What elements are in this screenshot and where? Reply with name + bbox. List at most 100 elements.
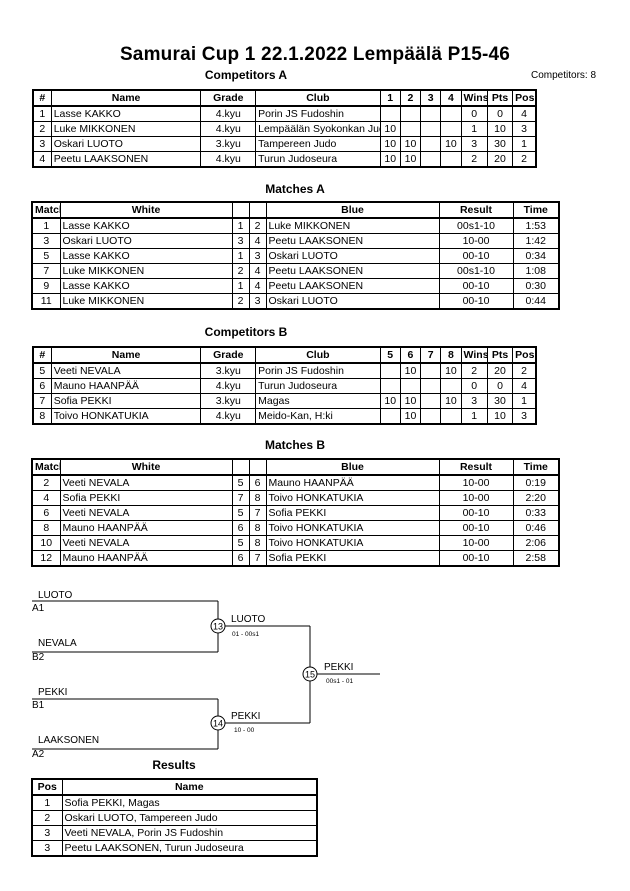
table-cell [420,151,442,168]
table-cell: Oskari LUOTO, Tampereen Judo [61,810,318,826]
col-header: 4 [440,89,462,107]
table-cell [399,105,422,122]
col-header: Grade [200,346,257,364]
table-cell: 00-10 [438,278,514,294]
table-cell: Sofia PEKKI [265,550,440,567]
table-cell: 3 [460,136,488,152]
match-number: 14 [213,719,223,729]
table-cell: 0 [486,105,514,122]
table-cell: 0 [486,378,514,394]
col-header: Blue [265,201,440,219]
table-cell: 8 [248,535,267,551]
table-cell: 2 [231,293,250,310]
col-header: Name [61,778,318,796]
table-cell [399,378,422,394]
table-cell: Lasse KAKKO [50,105,202,122]
table-cell: 10 [399,362,422,379]
bracket-competitor-name: PEKKI [38,687,67,698]
col-header: Wins [460,346,488,364]
col-header: Match [31,458,61,476]
table-cell: 2:20 [512,490,560,506]
table-cell: Peetu LAAKSONEN, Turun Judoseura [61,840,318,857]
table-cell [440,105,462,122]
table-cell: 6 [231,550,250,567]
table-cell: Turun Judoseura [255,151,381,168]
table-cell: 8 [31,520,61,536]
table-cell: 3 [31,840,63,857]
table-cell: Turun Judoseura [255,378,381,394]
table-cell [420,136,442,152]
table-cell: Peetu LAAKSONEN [265,263,440,279]
table-cell: 2:58 [512,550,560,567]
col-header: 1 [379,89,401,107]
col-header: White [59,458,233,476]
table-cell [379,378,401,394]
table-cell: 10-00 [438,474,514,491]
table-cell: 3 [248,293,267,310]
table-cell: 4 [248,278,267,294]
table-cell: 1 [31,217,61,234]
table-cell: Veeti NEVALA [59,474,233,491]
table-cell: 4 [248,263,267,279]
table-cell: 10-00 [438,490,514,506]
table-cell: 7 [31,263,61,279]
col-header: 8 [440,346,462,364]
match-15-marker: 15 [302,666,318,682]
col-header: 5 [379,346,401,364]
table-cell: Lempäälän Syokonkan Judo [255,121,381,137]
col-header [231,201,250,219]
col-header: 6 [399,346,422,364]
match-13-marker: 13 [210,618,226,634]
table-cell: Mauno HAANPÄÄ [59,520,233,536]
table-cell: 10 [31,535,61,551]
table-cell: 2 [460,151,488,168]
table-cell: 10 [399,136,422,152]
table-cell: 10 [399,151,422,168]
table-cell [420,105,442,122]
competitors-a-title: Competitors A [204,68,288,82]
table-cell: 10 [440,393,462,409]
table-cell: 1 [512,393,537,409]
table-cell: 8 [32,408,52,425]
table-cell: Tampereen Judo [255,136,381,152]
bracket-seed: A2 [32,749,45,760]
col-header [248,458,267,476]
col-header: 2 [399,89,422,107]
table-cell: 0:34 [512,248,560,264]
competitors-count: Competitors: 8 [531,70,597,81]
table-cell: 3 [248,248,267,264]
table-cell: 2 [231,263,250,279]
table-cell: 10 [486,121,514,137]
table-cell: 4.kyu [200,378,257,394]
table-cell: 2 [32,121,52,137]
table-cell: 0:46 [512,520,560,536]
table-cell: Toivo HONKATUKIA [265,535,440,551]
table-cell: Mauno HAANPÄÄ [59,550,233,567]
table-cell: 00-10 [438,293,514,310]
table-cell [420,362,442,379]
table-cell: Magas [255,393,381,409]
table-cell: 4 [31,490,61,506]
table-cell: 10 [379,121,401,137]
match-14-marker: 14 [210,715,226,731]
table-cell: Peetu LAAKSONEN [265,233,440,249]
bracket-lines [32,600,380,750]
table-cell: Toivo HONKATUKIA [265,490,440,506]
bracket-diagram: 13 14 15 LUOTO A1 NEVALA B2 LUOTO 01 - 0… [32,590,380,760]
table-cell: 3 [512,121,537,137]
col-header: Name [50,346,202,364]
table-cell: 30 [486,393,514,409]
table-cell: 00-10 [438,550,514,567]
bracket-champion-name: PEKKI [324,662,353,673]
table-cell [440,408,462,425]
col-header: 3 [420,89,442,107]
